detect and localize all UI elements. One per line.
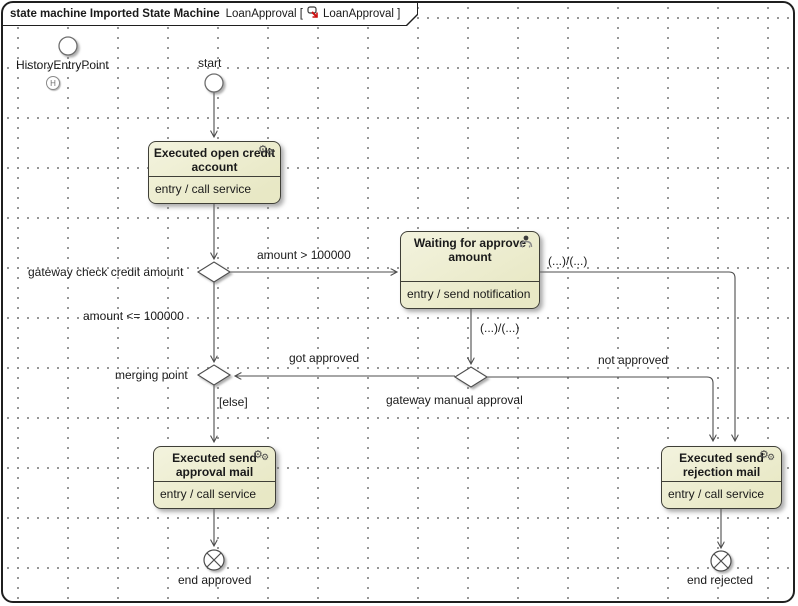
end-approved-label: end approved xyxy=(178,573,252,587)
gear-glyph: ⚙ xyxy=(261,452,270,462)
gateway-check-label: gateway check credit amount xyxy=(28,265,184,279)
state-entry-activity: entry / call service xyxy=(154,481,275,508)
not-approved-label: not approved xyxy=(598,353,669,367)
gear-glyph: ⚙ xyxy=(266,147,275,157)
person-icon xyxy=(518,235,534,254)
end-rejected-label: end rejected xyxy=(687,573,754,587)
state-title: Executed send rejection mail xyxy=(679,451,764,479)
gear-glyph: ⚙ xyxy=(759,449,769,461)
frame-title-context: LoanApproval [ xyxy=(225,8,303,20)
end-rejected-node[interactable] xyxy=(710,550,732,572)
guard-amount-le-label: amount <= 100000 xyxy=(83,309,184,323)
state-send-rejection-mail[interactable]: Executed send rejection mail ⚙ ⚙ entry /… xyxy=(661,446,782,509)
start-label: start xyxy=(198,56,222,70)
transition-wires xyxy=(58,36,795,572)
frame-title-kind: state machine Imported State Machine xyxy=(10,8,220,20)
merging-point-diamond[interactable] xyxy=(196,364,232,386)
gears-icon: ⚙ ⚙ xyxy=(253,448,272,465)
waiting-right-trigger-label: (...)/(...) xyxy=(548,254,588,268)
state-send-approval-mail[interactable]: Executed send approval mail ⚙ ⚙ entry / … xyxy=(153,446,276,509)
state-open-credit-account[interactable]: Executed open credit account ⚙ ⚙ entry /… xyxy=(148,141,281,204)
end-approved-node[interactable] xyxy=(203,549,225,571)
gears-icon: ⚙ ⚙ xyxy=(759,448,778,465)
transition-not-approved-to-rejection[interactable] xyxy=(487,376,713,441)
gateway-check-credit-diamond[interactable] xyxy=(196,261,232,283)
frame-title-ref: LoanApproval ] xyxy=(323,8,401,20)
history-symbol: H xyxy=(50,78,56,88)
state-entry-activity: entry / call service xyxy=(662,481,781,508)
state-machine-icon xyxy=(307,6,320,22)
merging-point-label: merging point xyxy=(115,368,188,382)
state-title: Waiting for approve amount xyxy=(413,236,527,264)
gears-icon: ⚙ ⚙ xyxy=(258,143,277,160)
got-approved-label: got approved xyxy=(289,351,360,365)
state-entry-activity: entry / send notification xyxy=(401,281,539,308)
shallow-history-icon[interactable]: H xyxy=(46,76,60,90)
gear-glyph: ⚙ xyxy=(258,144,268,156)
else-guard-label: [else] xyxy=(219,395,248,409)
gear-glyph: ⚙ xyxy=(767,452,776,462)
gear-glyph: ⚙ xyxy=(253,449,263,461)
guard-amount-gt-label: amount > 100000 xyxy=(257,248,351,262)
history-entry-point-node[interactable] xyxy=(58,36,78,56)
start-node[interactable] xyxy=(204,73,224,93)
frame-title-pentagon: state machine Imported State Machine Loa… xyxy=(3,3,418,26)
gateway-manual-label: gateway manual approval xyxy=(386,393,523,407)
waiting-down-trigger-label: (...)/(...) xyxy=(480,321,520,335)
state-waiting-approve-amount[interactable]: Waiting for approve amount entry / send … xyxy=(400,231,540,309)
state-entry-activity: entry / call service xyxy=(149,176,280,203)
state-title: Executed send approval mail xyxy=(172,451,257,479)
state-title: Executed open credit account xyxy=(153,146,276,174)
history-entry-point-label: HistoryEntryPoint xyxy=(16,58,109,72)
gateway-manual-approval-diamond[interactable] xyxy=(453,366,489,388)
